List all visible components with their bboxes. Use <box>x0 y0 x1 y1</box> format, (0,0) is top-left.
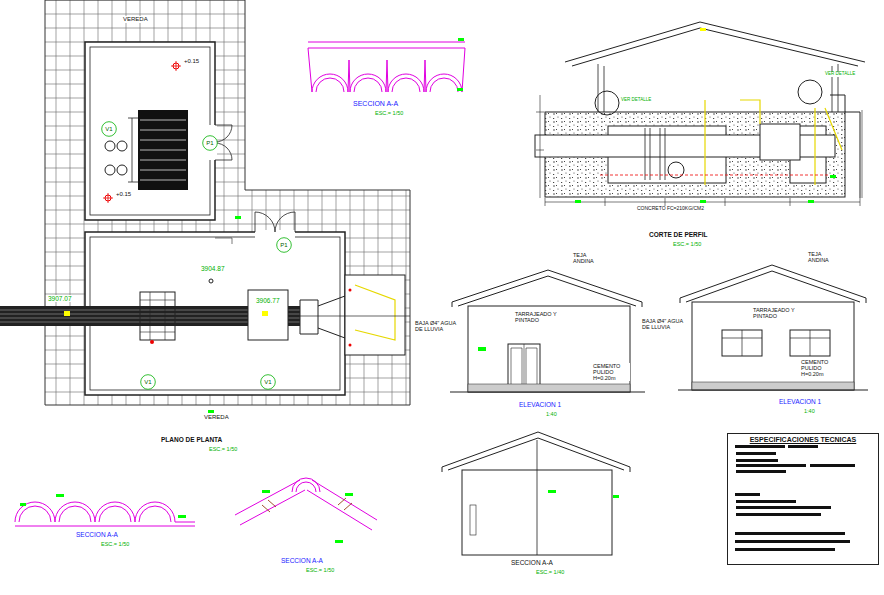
annotation-text: +0.15 <box>115 191 132 198</box>
tag-circle: V1 <box>140 374 156 390</box>
annotation-text: 3907.07 <box>47 295 73 302</box>
annotation-text: TARRAJEADO Y PINTADO <box>752 307 798 319</box>
tag-circle: V1 <box>101 121 117 137</box>
annotation-text: 3904.87 <box>200 265 226 272</box>
annotation-text: SECCION A-A <box>352 100 399 108</box>
annotation-text: SECCION A-A <box>280 557 324 564</box>
annotation-text: ESC.= 1/50 <box>208 446 238 452</box>
annotation-text: ELEVACION 1 <box>778 398 822 405</box>
annotation-text: ESC.= 1/50 <box>100 541 130 547</box>
roof-tile-section <box>15 502 195 526</box>
spec-table: ESPECIFICACIONES TECNICAS <box>727 433 879 565</box>
tag-circle: V1 <box>260 374 276 390</box>
annotation-text: CEMENTO PULIDO H=0.20m <box>592 363 630 381</box>
annotation-text: TARRAJEADO Y PINTADO <box>514 311 560 323</box>
tag-circle: P1 <box>276 237 292 253</box>
annotation-text: 1:40 <box>545 411 558 417</box>
annotation-text: PLANO DE PLANTA <box>160 436 223 443</box>
ridge-detail <box>235 478 377 530</box>
annotation-text: TEJA ANDINA <box>572 252 602 264</box>
annotation-text: VER DETALLE <box>620 98 652 103</box>
annotation-text: ESC.= 1/50 <box>374 110 404 116</box>
cross-section <box>442 432 630 555</box>
annotation-text: ESC.= 1/50 <box>305 567 335 573</box>
annotation-text: ESC.= 1/40 <box>535 569 565 575</box>
tag-number: V1 <box>144 379 151 386</box>
annotation-text: 3906.77 <box>255 297 281 304</box>
spec-lines <box>735 445 855 551</box>
annotation-text: CEMENTO PULIDO H=0.20m <box>800 359 838 377</box>
annotation-text: BAJA Ø4" AGUA DE LLUVIA <box>414 320 462 332</box>
annotation-text: VER DETALLE <box>824 72 856 77</box>
annotation-text: TEJA ANDINA <box>807 251 837 263</box>
annotation-text: BAJA Ø4" AGUA DE LLUVIA <box>641 318 689 330</box>
annotation-text: 1:40 <box>803 408 816 414</box>
annotation-text: VEREDA <box>122 16 149 23</box>
tag-circle: P1 <box>202 135 218 151</box>
roof-tile-section <box>308 42 465 92</box>
annotation-text: CORTE DE PERFIL <box>648 231 709 238</box>
annotation-text: CONCRETO FC=210KG/CM2 <box>636 206 705 212</box>
tag-number: P1 <box>280 242 287 249</box>
profile-section <box>535 22 865 206</box>
annotation-text: ELEVACION 1 <box>518 401 562 408</box>
side-elevation <box>678 265 868 390</box>
table-title: ESPECIFICACIONES TECNICAS <box>728 436 878 444</box>
annotation-text: +0.15 <box>183 58 200 65</box>
front-elevation <box>450 270 645 392</box>
tag-number: V1 <box>264 379 271 386</box>
annotation-text: ESC.= 1/50 <box>672 241 702 247</box>
tag-number: P1 <box>206 140 213 147</box>
annotation-text: SECCION A-A <box>510 559 554 566</box>
tag-number: V1 <box>105 126 112 133</box>
annotation-text: VEREDA <box>203 414 230 421</box>
annotation-text: SECCION A-A <box>75 531 119 538</box>
